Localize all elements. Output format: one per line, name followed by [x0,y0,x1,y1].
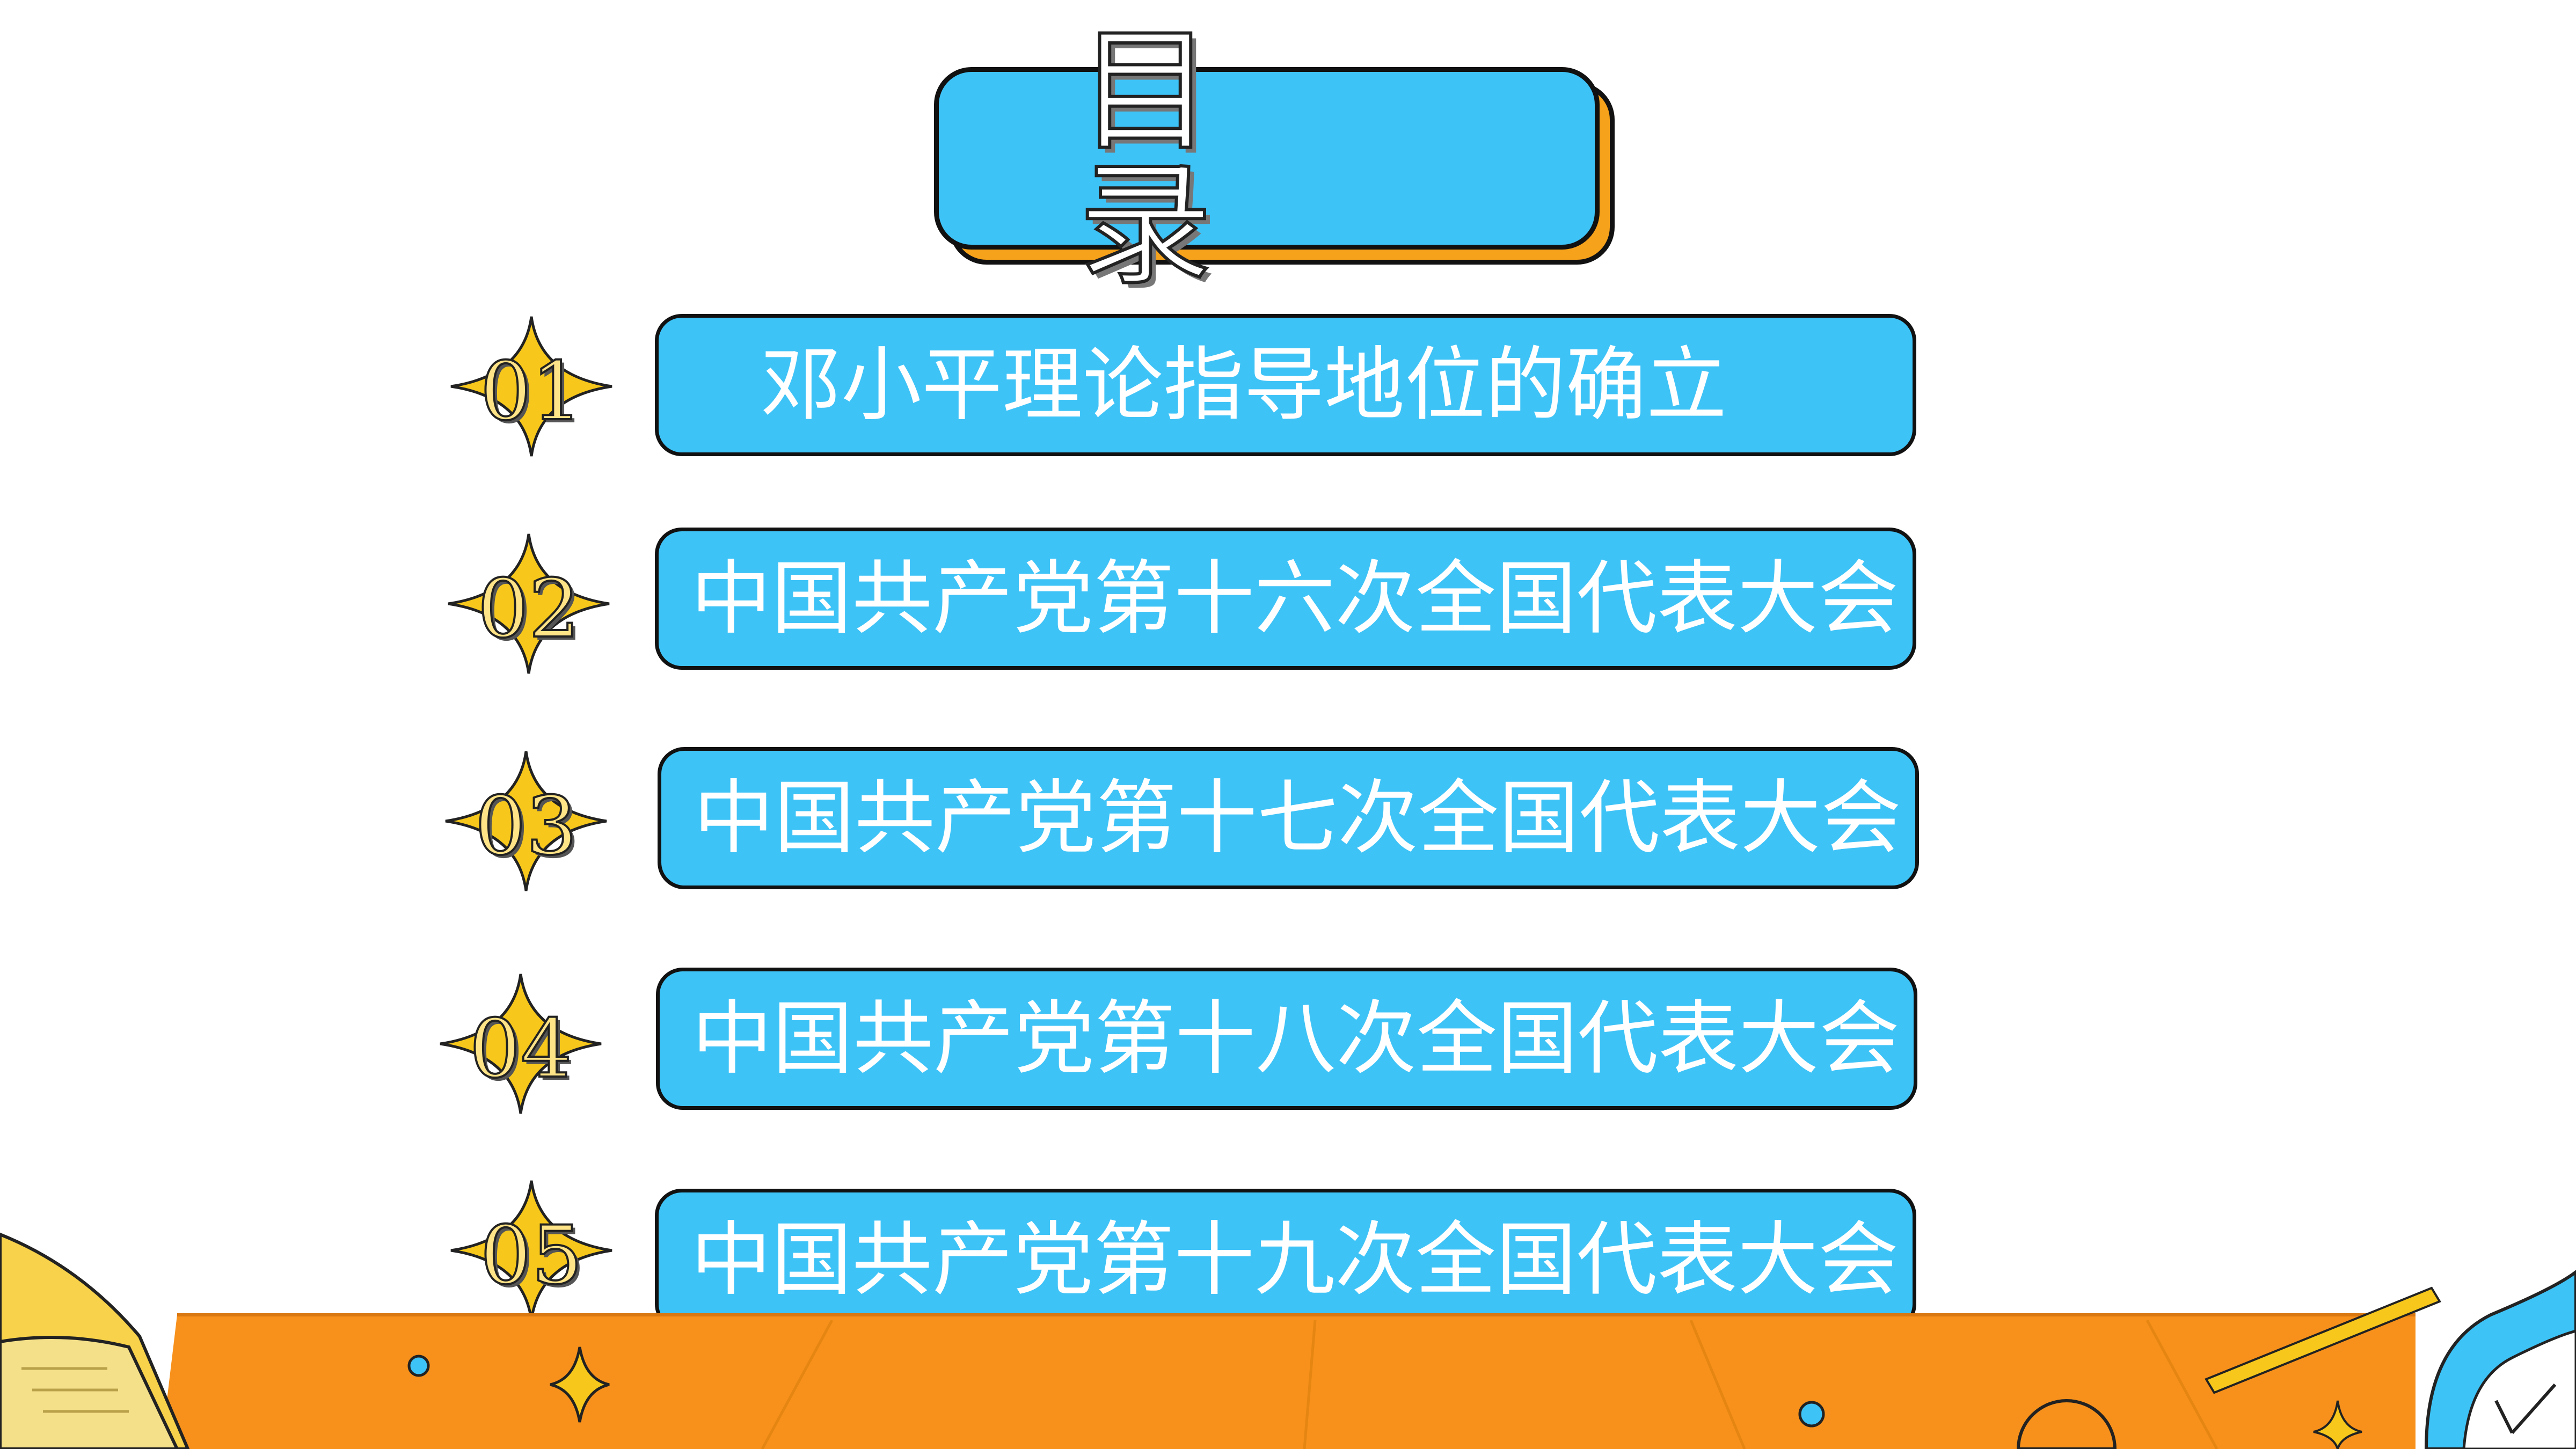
menu-item-03[interactable]: 中国共产党第十七次全国代表大会 [658,747,1919,889]
page-title: 目录 [1077,13,1352,303]
item-number: 04 [469,1002,573,1096]
menu-item-label: 中国共产党第十六次全国代表大会 [691,552,1899,646]
title-block: 目录 [934,23,1616,294]
star-badge-04: 04 [435,971,607,1116]
menu-item-01[interactable]: 邓小平理论指导地位的确立 [655,314,1916,456]
star-badge-05: 05 [446,1178,617,1323]
title-box: 目录 [934,23,1600,294]
menu-item-label: 中国共产党第十八次全国代表大会 [692,992,1900,1086]
menu-item-label: 邓小平理论指导地位的确立 [761,338,1727,432]
four-point-star-icon [448,533,610,674]
item-number: 05 [479,1209,584,1302]
menu-item-02[interactable]: 中国共产党第十六次全国代表大会 [655,528,1916,670]
item-number: 02 [477,562,581,656]
star-badge-02: 02 [443,531,615,676]
four-point-star-icon [445,751,607,891]
item-number: 03 [474,780,579,873]
menu-item-label: 中国共产党第十九次全国代表大会 [691,1213,1899,1307]
item-number: 01 [479,345,584,438]
four-point-star-icon [440,974,602,1114]
floor-decoration [0,1232,2576,1449]
star-badge-03: 03 [440,749,612,894]
four-point-star-icon [450,316,612,457]
menu-item-label: 中国共产党第十七次全国代表大会 [694,771,1902,865]
star-badge-01: 01 [446,314,617,459]
menu-item-05[interactable]: 中国共产党第十九次全国代表大会 [655,1189,1916,1331]
menu-item-04[interactable]: 中国共产党第十八次全国代表大会 [656,968,1917,1110]
